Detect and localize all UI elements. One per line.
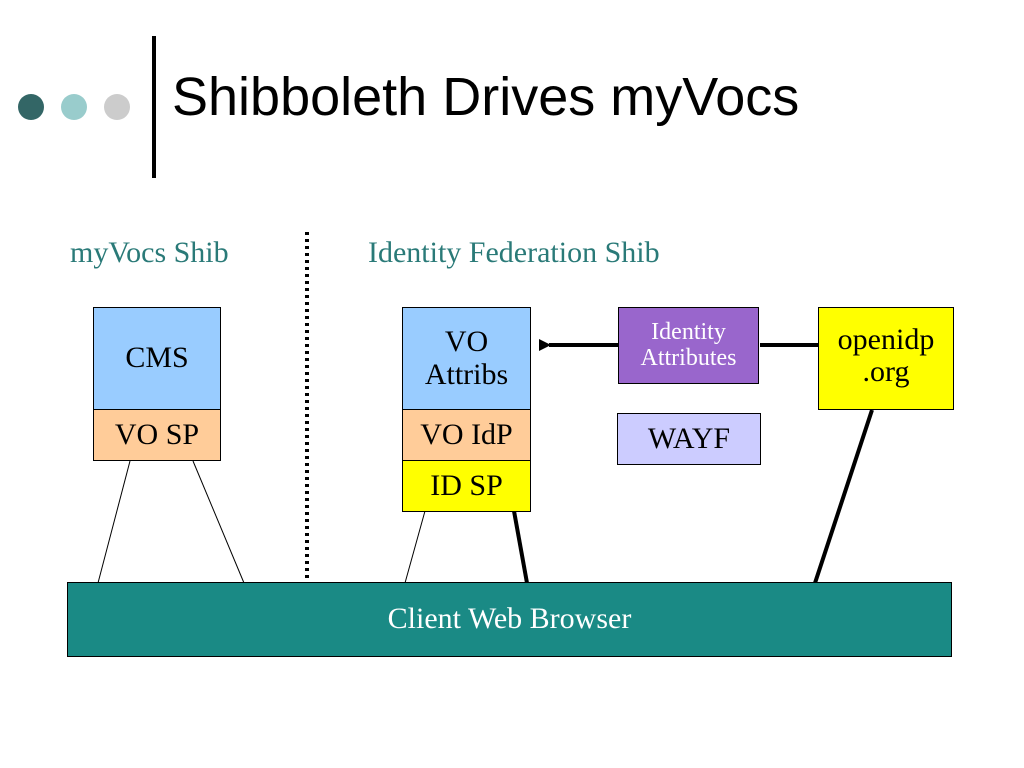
connector-idsp-browser-thick: [512, 510, 529, 584]
bullet-dot-gray: [104, 94, 130, 120]
node-identity-attributes: Identity Attributes: [618, 307, 759, 384]
title-divider: [152, 36, 156, 178]
label-myvocs-shib: myVocs Shib: [70, 236, 229, 269]
bullet-dot-light: [61, 94, 87, 120]
node-vo-sp: VO SP: [93, 409, 221, 461]
node-vo-attribs: VO Attribs: [402, 307, 531, 410]
node-wayf: WAYF: [617, 413, 761, 465]
connector-idsp-browser-thin: [404, 510, 426, 584]
connector-vosp-browser-left: [97, 460, 131, 584]
label-identity-federation-shib: Identity Federation Shib: [368, 236, 660, 269]
connector-openidp-browser: [813, 409, 874, 584]
connector-vosp-browser-right: [192, 460, 245, 584]
node-openidp: openidp .org: [818, 307, 954, 410]
node-vo-idp: VO IdP: [402, 409, 531, 461]
slide-title: Shibboleth Drives myVocs: [172, 67, 800, 127]
node-cms: CMS: [93, 307, 221, 410]
node-client-web-browser: Client Web Browser: [67, 582, 952, 657]
bullet-dot-dark: [18, 94, 44, 120]
node-id-sp: ID SP: [402, 460, 531, 512]
